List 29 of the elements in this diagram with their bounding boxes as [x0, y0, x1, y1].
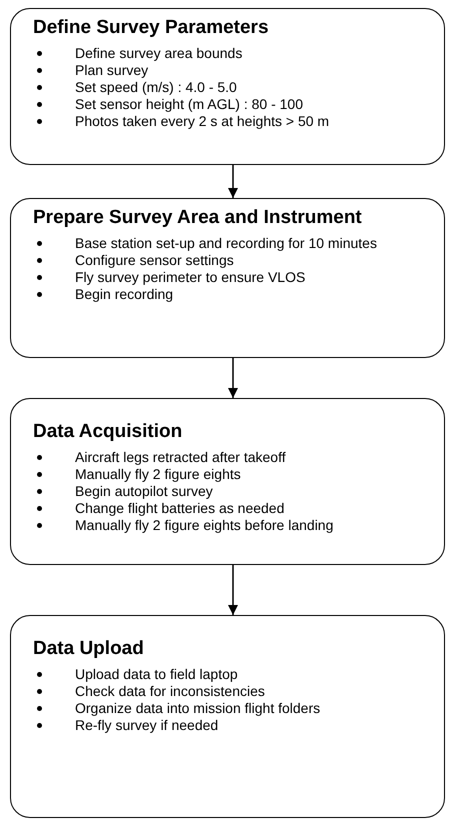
bullet-item: Organize data into mission flight folders: [75, 700, 320, 716]
arrow: [228, 565, 238, 615]
process-box: [10, 198, 445, 358]
bullet-item: Set sensor height (m AGL) : 80 - 100: [75, 96, 304, 112]
bullet-item: Change flight batteries as needed: [75, 500, 284, 516]
arrow: [228, 358, 238, 398]
process-box: [10, 398, 445, 565]
arrow: [228, 165, 238, 198]
process-box: [10, 8, 445, 165]
bullet-item: Upload data to field laptop: [75, 666, 238, 682]
bullet-item: Check data for inconsistencies: [75, 683, 265, 699]
bullet-item: Manually fly 2 figure eights: [75, 466, 241, 482]
bullet-item: Re-fly survey if needed: [75, 717, 218, 733]
bullet-item: Plan survey: [75, 62, 148, 78]
bullet-item: Define survey area bounds: [75, 45, 242, 61]
bullet-item: Configure sensor settings: [75, 252, 234, 268]
bullet-item: Begin recording: [75, 286, 174, 302]
bullet-item: Manually fly 2 figure eights before landing: [75, 517, 334, 533]
bullet-item: Set speed (m/s) : 4.0 - 5.0: [75, 79, 237, 95]
bullet-item: Photos taken every 2 s at heights > 50 m: [75, 113, 330, 129]
bullet-item: Base station set-up and recording for 10 minutes: [75, 235, 377, 251]
box-heading: Prepare Survey Area and Instrument: [33, 207, 363, 229]
bullet-item: Aircraft legs retracted after takeoff: [75, 449, 286, 465]
bullet-item: Begin autopilot survey: [75, 483, 213, 499]
process-box: [10, 615, 445, 818]
box-heading: Data Upload: [33, 638, 145, 660]
bullet-item: Fly survey perimeter to ensure VLOS: [75, 269, 306, 285]
box-heading: Data Acquisition: [33, 421, 184, 443]
box-heading: Define Survey Parameters: [33, 17, 270, 39]
